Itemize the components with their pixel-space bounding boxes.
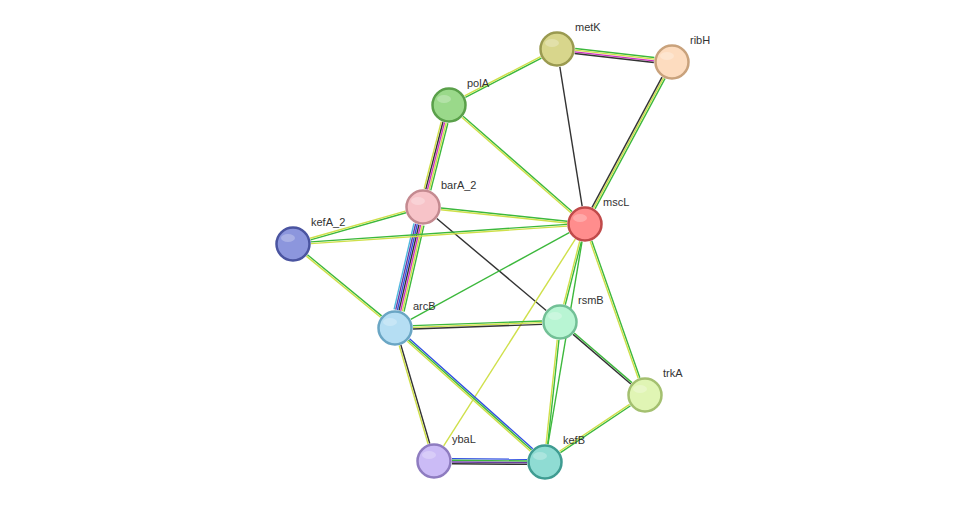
interaction-edge [465,57,542,98]
evidence-strand [399,346,428,444]
protein-node: ybaL [416,443,452,479]
protein-node: mscL [567,206,603,242]
protein-node: kefB [527,444,563,480]
evidence-strand [310,211,405,238]
evidence-strand [410,339,533,449]
protein-node: polA [431,87,467,123]
interaction-edge [413,321,542,329]
evidence-strand [426,122,443,189]
node-circle [416,443,452,479]
evidence-strand [546,340,557,444]
node-circle [527,444,563,480]
node-circle [539,31,575,67]
evidence-strand [462,117,571,212]
interaction-edge [590,241,640,379]
evidence-strand [441,210,567,223]
evidence-strand [595,79,665,209]
evidence-strand [574,333,632,383]
interaction-edge [546,340,559,444]
evidence-strand [592,77,662,207]
evidence-strand [441,208,567,221]
interaction-edge [452,459,527,465]
evidence-strand [401,345,430,443]
interaction-edge [559,404,630,452]
evidence-strand [594,78,664,208]
evidence-strand [311,226,567,244]
evidence-strand [548,340,559,444]
interaction-edge [411,233,569,320]
interaction-edge [560,67,582,206]
node-circle [405,189,441,225]
node-circle [542,304,578,340]
evidence-strand [560,406,630,453]
evidence-strand [590,241,638,378]
protein-node: arcB [377,310,413,346]
evidence-strand [465,57,541,96]
evidence-strand [311,224,567,242]
protein-label: metK [575,21,601,34]
protein-node: metK [539,31,575,67]
evidence-strand [452,463,527,465]
protein-label: polA [467,77,489,90]
protein-label: mscL [603,196,629,209]
protein-node: trkA [627,377,663,413]
evidence-strand [559,404,629,451]
interaction-edge [306,255,381,317]
protein-label: arcB [413,300,436,313]
interaction-edge [575,48,655,62]
interaction-edge [462,116,572,213]
evidence-strand [452,460,527,462]
evidence-strand [452,461,527,463]
interaction-edge [310,211,406,240]
interaction-edge [441,208,567,223]
evidence-strand [413,324,542,329]
interaction-edge [399,345,430,444]
evidence-strand [306,256,380,317]
evidence-strand [444,239,576,446]
interaction-edge [573,333,632,384]
protein-label: kefB [563,434,585,447]
protein-label: trkA [663,367,683,380]
protein-node: ribH [654,44,690,80]
node-circle [567,206,603,242]
evidence-strand [411,233,569,320]
evidence-strand [465,58,541,97]
evidence-strand [452,458,527,460]
interaction-edge [311,224,567,243]
evidence-strand [573,334,631,384]
node-circle [654,44,690,80]
evidence-strand [575,52,654,61]
evidence-strand [548,242,582,444]
node-circle [627,377,663,413]
protein-label: rsmB [578,294,604,307]
protein-node: kefA_2 [275,226,311,262]
node-circle [431,87,467,123]
interaction-edge [444,239,576,446]
protein-label: ybaL [452,433,476,446]
protein-label: ribH [690,34,710,47]
node-circle [275,226,311,262]
evidence-strand [560,67,582,206]
evidence-strand [575,54,654,63]
protein-node: rsmB [542,304,578,340]
protein-label: kefA_2 [311,216,345,229]
protein-node: barA_2 [405,189,441,225]
evidence-strand [463,116,572,211]
interaction-edge [592,77,665,209]
protein-label: barA_2 [441,179,476,192]
node-circle [377,310,413,346]
interaction-edge [548,242,582,444]
evidence-strand [424,122,441,189]
evidence-strand [307,255,381,316]
interaction-edge [407,339,532,452]
